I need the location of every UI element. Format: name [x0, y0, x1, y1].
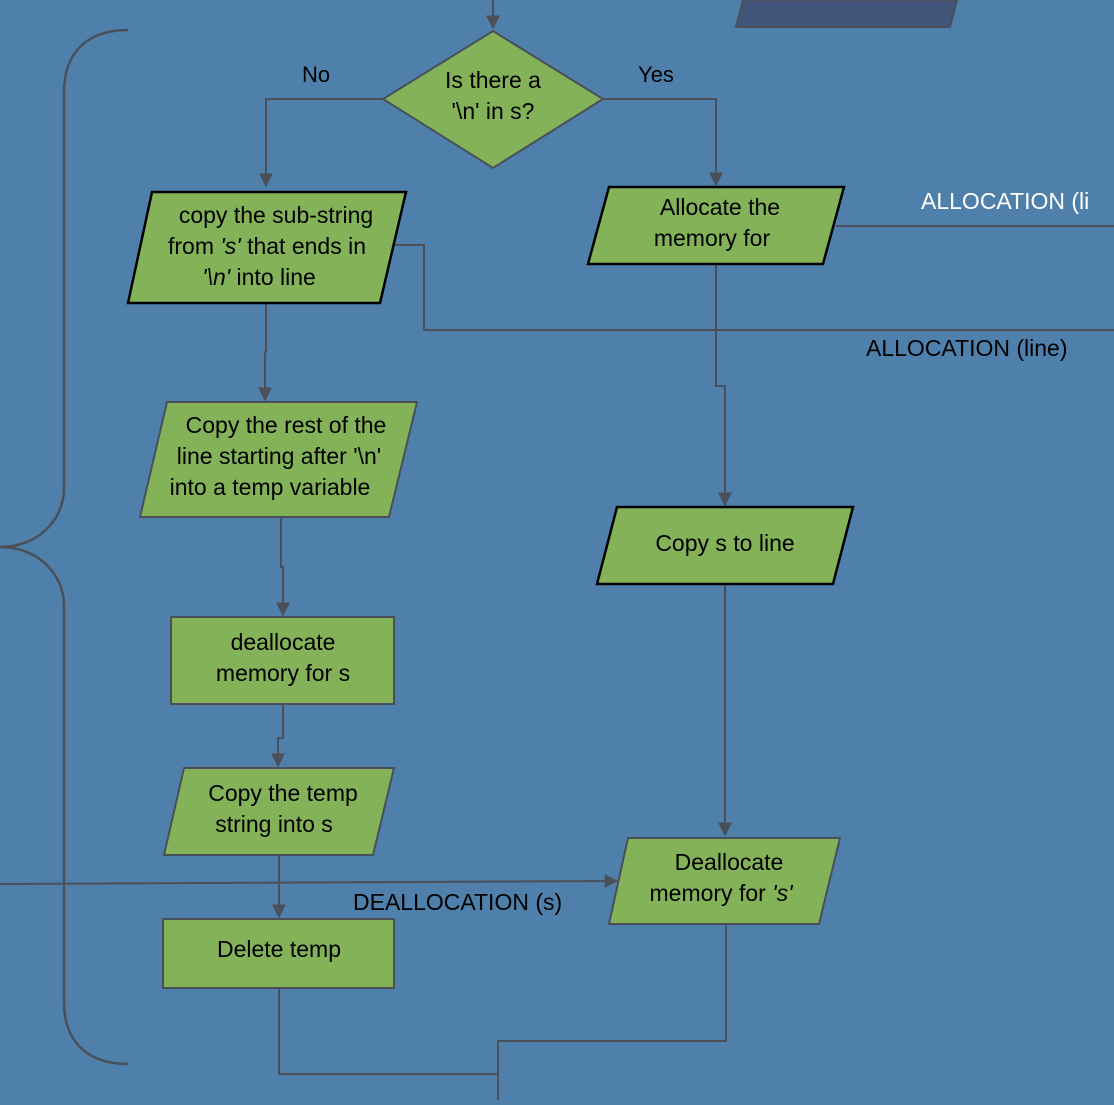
copy-s-node	[595, 505, 855, 586]
copy-temp-line1: Copy the temp	[208, 780, 358, 806]
copy-rest-line2: line starting after '\n'	[177, 443, 381, 469]
copy-substring-line3: '\n' into line	[202, 264, 316, 290]
connector-yes-branch	[603, 98, 723, 187]
connector-alloc-line	[390, 244, 1114, 331]
copy-temp-node	[162, 767, 396, 856]
allocate-node	[586, 185, 846, 266]
copy-rest-line3: into a temp variable	[170, 474, 371, 500]
allocate-line2: memory for	[654, 225, 771, 251]
grouping-brace	[0, 28, 129, 1066]
connector-substring-to-rest	[258, 303, 272, 402]
connector-deallocate-merge	[497, 925, 727, 1100]
no-label: No	[302, 62, 330, 87]
edge-label-allocation-top: ALLOCATION (li	[921, 188, 1089, 214]
delete-temp-line1: Delete temp	[217, 936, 341, 962]
offpage-parallelogram	[734, 0, 959, 28]
allocate-line1: Allocate the	[660, 194, 780, 220]
copy-rest-node	[138, 401, 419, 518]
copy-substring-line2: from 's' that ends in	[168, 233, 366, 259]
copy-s-line1: Copy s to line	[655, 530, 794, 556]
copy-rest-line1: Copy the rest of the	[186, 412, 387, 438]
dealloc-s-line1: deallocate	[231, 629, 336, 655]
edge-label-deallocation: DEALLOCATION (s)	[353, 889, 562, 915]
decision-diamond	[381, 29, 605, 170]
delete-temp-node	[162, 918, 395, 989]
decision-text-line1: Is there a	[445, 67, 541, 93]
deallocate-s-line2: memory for 's'	[650, 880, 795, 906]
dealloc-s-line2: memory for s	[216, 660, 350, 686]
copy-temp-line2: string into s	[215, 811, 333, 837]
copy-substring-node	[126, 190, 408, 305]
decision-text-line2: '\n' in s?	[452, 98, 535, 124]
copy-substring-line1: copy the sub-string	[179, 202, 373, 228]
dealloc-s-node	[170, 616, 395, 705]
connector-allocate-to-copy	[715, 264, 732, 507]
connector-rest-to-dealloc	[276, 517, 290, 617]
deallocate-s-node	[607, 837, 842, 925]
connector-delete-down	[278, 988, 498, 1075]
yes-label: Yes	[638, 62, 674, 87]
edge-label-allocation-line: ALLOCATION (line)	[866, 335, 1068, 361]
connector-no-branch	[259, 98, 383, 188]
connector-dealloc-to-copytemp	[271, 704, 285, 768]
connector-dealloc-s	[0, 874, 619, 889]
deallocate-s-line1: Deallocate	[675, 849, 784, 875]
